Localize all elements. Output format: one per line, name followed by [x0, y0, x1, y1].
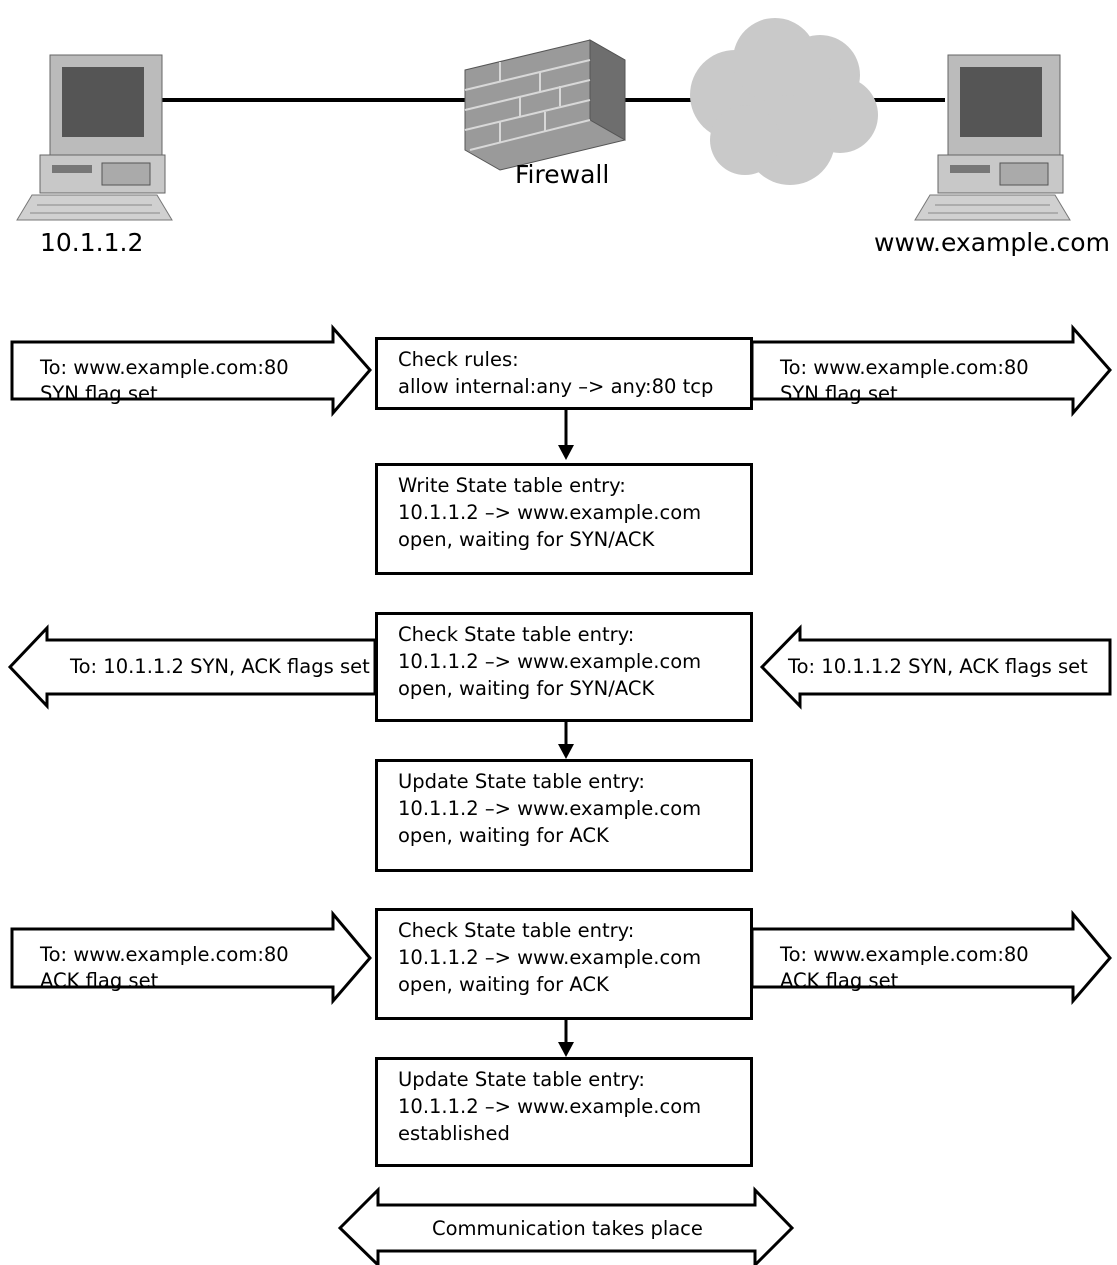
box-text-line: Check State table entry:: [398, 623, 635, 646]
step2-write-state-box: Write State table entry: 10.1.1.2 –> www…: [375, 463, 753, 575]
client-label: 10.1.1.2: [40, 228, 144, 257]
step4-update-state-box: Update State table entry: 10.1.1.2 –> ww…: [375, 759, 753, 872]
computer-icon: [914, 54, 1071, 221]
box-text-line: Check rules:: [398, 348, 519, 371]
step3-left-arrow: [7, 624, 377, 710]
step1-check-rules-box: Check rules: allow internal:any –> any:8…: [375, 337, 753, 410]
step1-right-arrow-text: To: www.example.com:80 SYN flag set: [780, 355, 1029, 407]
box-text-line: Write State table entry:: [398, 474, 626, 497]
box-text-line: 10.1.1.2 –> www.example.com: [398, 501, 702, 524]
connector-arrow: [558, 722, 574, 759]
communication-label: Communication takes place: [432, 1217, 703, 1240]
arrow-text-line: SYN flag set: [40, 382, 158, 405]
box-text-line: 10.1.1.2 –> www.example.com: [398, 1095, 702, 1118]
arrow-text-line: To: www.example.com:80: [40, 356, 289, 379]
step5-check-state-box: Check State table entry: 10.1.1.2 –> www…: [375, 908, 753, 1020]
step1-left-arrow: [10, 324, 372, 418]
step1-left-arrow-text: To: www.example.com:80 SYN flag set: [40, 355, 289, 407]
box-text-line: open, waiting for ACK: [398, 824, 609, 847]
box-text-line: open, waiting for ACK: [398, 973, 609, 996]
arrow-text-line: To: 10.1.1.2 SYN, ACK flags set: [70, 655, 370, 678]
server-label: www.example.com: [874, 228, 1110, 257]
arrow-text-line: To: www.example.com:80: [40, 943, 289, 966]
step3-right-arrow: [759, 624, 1112, 710]
step5-right-arrow-text: To: www.example.com:80 ACK flag set: [780, 942, 1029, 994]
arrow-text-line: To: 10.1.1.2 SYN, ACK flags set: [788, 655, 1088, 678]
box-text-line: Update State table entry:: [398, 770, 645, 793]
box-text-line: established: [398, 1122, 510, 1145]
arrow-text-line: ACK flag set: [780, 969, 899, 992]
step5-right-arrow: [750, 909, 1112, 1006]
box-text-line: 10.1.1.2 –> www.example.com: [398, 797, 702, 820]
step5-left-arrow-text: To: www.example.com:80 ACK flag set: [40, 942, 289, 994]
box-text-line: open, waiting for SYN/ACK: [398, 528, 655, 551]
brick-wall-icon: [464, 39, 626, 171]
step3-check-state-box: Check State table entry: 10.1.1.2 –> www…: [375, 612, 753, 722]
step3-left-arrow-text: To: 10.1.1.2 SYN, ACK flags set: [70, 654, 370, 680]
step3-right-arrow-text: To: 10.1.1.2 SYN, ACK flags set: [788, 654, 1088, 680]
box-text-line: Check State table entry:: [398, 919, 635, 942]
box-text-line: allow internal:any –> any:80 tcp: [398, 375, 714, 398]
arrow-text-line: ACK flag set: [40, 969, 159, 992]
cloud-icon: [690, 18, 878, 185]
step1-right-arrow: [750, 324, 1112, 418]
step5-left-arrow: [10, 909, 372, 1006]
computer-icon: [16, 54, 173, 221]
arrow-text-line: To: www.example.com:80: [780, 356, 1029, 379]
firewall-label: Firewall: [515, 160, 610, 189]
arrow-text-line: SYN flag set: [780, 382, 898, 405]
communication-arrow: [337, 1186, 795, 1265]
box-text-line: 10.1.1.2 –> www.example.com: [398, 946, 702, 969]
step6-update-state-box: Update State table entry: 10.1.1.2 –> ww…: [375, 1057, 753, 1167]
box-text-line: 10.1.1.2 –> www.example.com: [398, 650, 702, 673]
connector-arrow: [558, 410, 574, 460]
box-text-line: Update State table entry:: [398, 1068, 645, 1091]
box-text-line: open, waiting for SYN/ACK: [398, 677, 655, 700]
connector-arrow: [558, 1020, 574, 1057]
arrow-text-line: To: www.example.com:80: [780, 943, 1029, 966]
